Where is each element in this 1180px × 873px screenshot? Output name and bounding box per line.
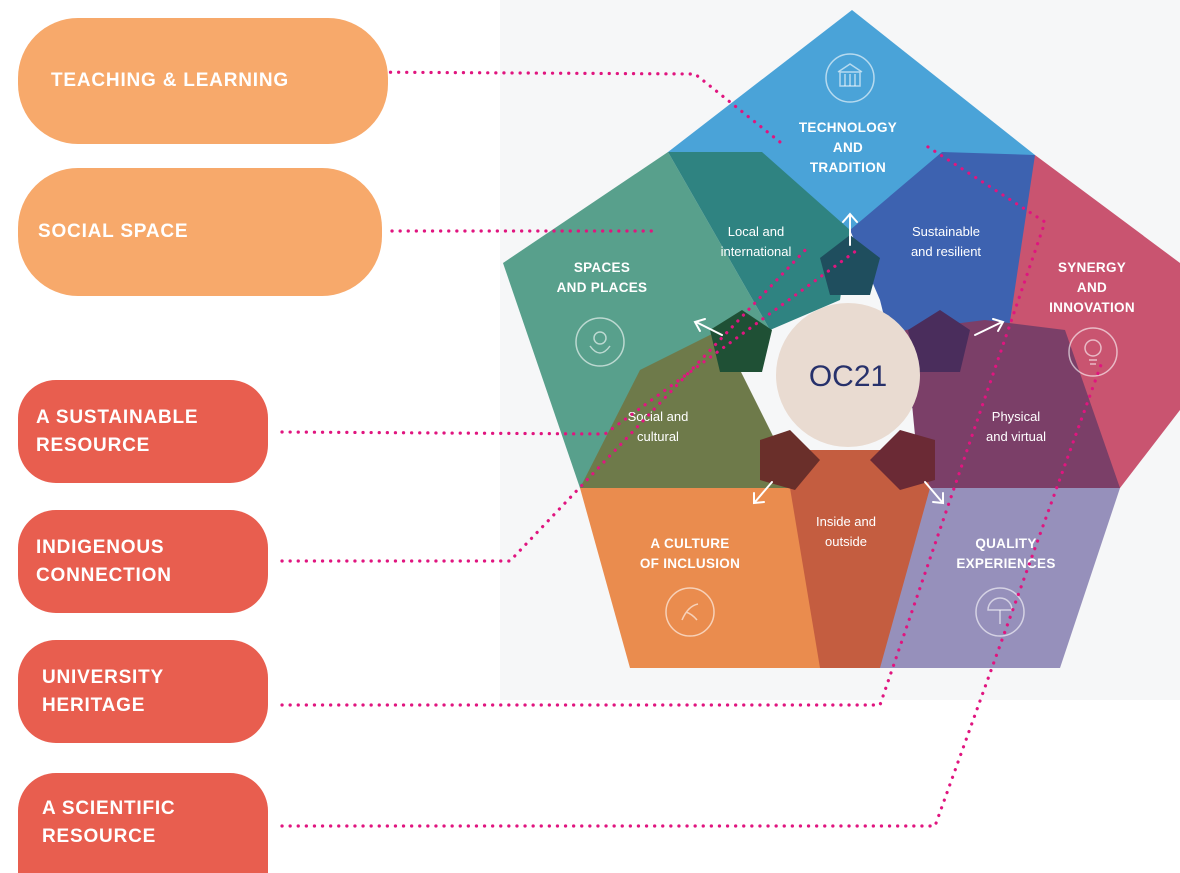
technology-label: TECHNOLOGY AND TRADITION	[799, 120, 897, 175]
arrow-up-icon	[842, 212, 858, 246]
connector-line-heritage	[280, 143, 1047, 707]
spaces-area	[503, 152, 770, 488]
connector-bottom-left	[760, 430, 820, 490]
pill-indigenous-connection-label: INDIGENOUS CONNECTION	[36, 536, 172, 586]
svg-text:QUALITY: QUALITY	[975, 536, 1036, 551]
svg-text:AND PLACES: AND PLACES	[557, 280, 648, 295]
umbrella-icon	[975, 587, 1025, 637]
culture-area	[580, 488, 850, 668]
synergy-label: SYNERGY AND INNOVATION	[1049, 260, 1135, 315]
svg-text:Inside and: Inside and	[816, 514, 876, 529]
pill-indigenous-connection: INDIGENOUS CONNECTION	[18, 510, 268, 613]
pill-university-heritage: UNIVERSITY HERITAGE	[18, 640, 268, 743]
svg-text:INNOVATION: INNOVATION	[1049, 300, 1135, 315]
svg-text:outside: outside	[825, 534, 867, 549]
pill-sustainable-resource-label: A SUSTAINABLE RESOURCE	[36, 406, 199, 456]
building-icon	[825, 53, 875, 103]
inside-segment	[760, 450, 930, 668]
inside-segment-label: Inside and outside	[816, 514, 876, 549]
connector-line-scientific	[280, 360, 1104, 828]
svg-text:TRADITION: TRADITION	[810, 160, 886, 175]
svg-text:Local and: Local and	[728, 224, 784, 239]
connector-left	[710, 310, 772, 372]
svg-text:Physical: Physical	[992, 409, 1041, 424]
center-label: OC21	[809, 360, 887, 393]
svg-text:AND: AND	[1077, 280, 1107, 295]
svg-text:OF INCLUSION: OF INCLUSION	[640, 556, 740, 571]
arrow-right-icon	[974, 318, 1005, 336]
connector-bottom-right	[870, 430, 935, 490]
pill-teaching-learning: TEACHING & LEARNING	[18, 18, 388, 144]
physical-segment-label: Physical and virtual	[986, 409, 1046, 444]
local-segment-label: Local and international	[721, 224, 792, 259]
culture-label: A CULTURE OF INCLUSION	[640, 536, 740, 571]
pill-sustainable-resource: A SUSTAINABLE RESOURCE	[18, 380, 268, 483]
pill-scientific-resource-label: A SCIENTIFIC RESOURCE	[42, 798, 176, 847]
svg-text:and virtual: and virtual	[986, 429, 1046, 444]
arrow-down-right-icon	[924, 481, 944, 505]
pill-social-space: SOCIAL SPACE	[18, 168, 382, 296]
connector-right	[908, 310, 970, 372]
connector-top	[820, 235, 880, 295]
local-segment	[668, 152, 850, 330]
connector-line-indigenous	[280, 243, 812, 563]
svg-text:EXPERIENCES: EXPERIENCES	[956, 556, 1055, 571]
svg-text:international: international	[721, 244, 792, 259]
flower-icon	[575, 317, 625, 367]
svg-text:A CULTURE: A CULTURE	[650, 536, 729, 551]
quality-label: QUALITY EXPERIENCES	[956, 536, 1055, 571]
connector-line-teaching	[348, 70, 782, 144]
pill-social-space-label: SOCIAL SPACE	[38, 221, 189, 242]
svg-text:and resilient: and resilient	[911, 244, 981, 259]
svg-text:SYNERGY: SYNERGY	[1058, 260, 1126, 275]
center-circle	[776, 303, 920, 447]
svg-text:Social and: Social and	[628, 409, 689, 424]
sustainable-segment-label: Sustainable and resilient	[911, 224, 981, 259]
lightbulb-icon	[1068, 327, 1118, 377]
svg-text:Sustainable: Sustainable	[912, 224, 980, 239]
svg-text:TECHNOLOGY: TECHNOLOGY	[799, 120, 897, 135]
pill-teaching-learning-label: TEACHING & LEARNING	[51, 70, 289, 91]
svg-text:SPACES: SPACES	[574, 260, 630, 275]
pill-university-heritage-label: UNIVERSITY HERITAGE	[42, 666, 165, 716]
connector-line-sustainable	[280, 246, 862, 436]
arrow-left-icon	[693, 318, 723, 336]
svg-text:AND: AND	[833, 140, 863, 155]
svg-text:cultural: cultural	[637, 429, 679, 444]
arrow-down-left-icon	[753, 481, 773, 505]
pill-scientific-resource: A SCIENTIFIC RESOURCE	[18, 773, 268, 873]
spaces-label: SPACES AND PLACES	[557, 260, 648, 295]
hand-icon	[665, 587, 715, 637]
